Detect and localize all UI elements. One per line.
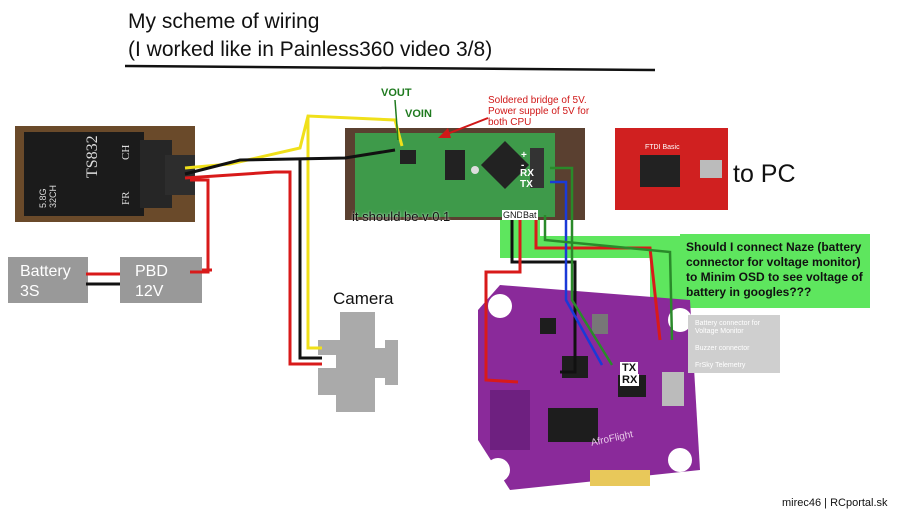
wire-black-osd-fc [510,215,577,374]
pbd-box [120,257,202,303]
wire-red-pbd [190,178,210,274]
osd-bat-label: Bat [522,210,538,220]
battery-label: Battery 3S [20,263,71,300]
version-note: it should be v 0.1 [352,209,451,224]
question-text: Should I connect Naze (battery connector… [686,240,863,299]
osd-board [345,128,585,220]
vtx-fr-label: FR [120,191,132,205]
bridge-arrowhead [438,128,451,138]
camera-label: Camera [333,289,394,308]
fc-legend-telemetry: FrSky Telemetry [695,362,746,369]
wire-black-vtx [184,148,396,176]
wire-yellow-camera [306,116,322,350]
fc-rx-label: RX [620,374,640,386]
fc-legend-panel [688,315,780,373]
osd-tx-label: TX [520,179,533,190]
vtx-module [15,126,195,222]
wire-green-rx [550,166,614,366]
wire-red-osd-fc [484,215,522,384]
ftdi-board [615,128,728,210]
vtx-model-label: TS832 [84,135,101,178]
wire-red-voltage [534,215,662,341]
wire-black-camera [298,158,322,360]
osd-minus-label: - [521,160,525,171]
title-line-2: (I worked like in Painless360 video 3/8) [128,38,493,61]
flight-controller [478,285,700,490]
title-underline [124,64,656,72]
osd-rx-label: RX [520,168,534,179]
fc-legend-buzzer: Buzzer connector [695,345,750,352]
vtx-band-label: 5.8G 32CH [38,184,58,208]
vout-label: VOUT [381,87,412,99]
vtx-ch-label: CH [120,144,132,160]
fc-legend-battery: Battery connector for Voltage Monitor [695,320,760,335]
wire-red-camera [184,170,322,366]
wire-green-voltage [543,215,674,341]
to-pc-label: to PC [733,160,796,188]
title-line-1: My scheme of wiring [128,10,320,33]
osd-plus-label: + [521,150,527,161]
voin-pointer [394,99,399,141]
camera-shape [318,312,398,412]
voin-label: VOIN [405,108,432,120]
ftdi-text: FTDI Basic [645,144,680,151]
credit-text: mirec46 | RCportal.sk [782,497,888,509]
bridge-arrow [441,117,489,137]
osd-gnd-label: GND [502,210,524,220]
fc-tx-label: TX [620,362,639,374]
bridge-note: Soldered bridge of 5V. Power supple of 5… [488,95,590,128]
battery-box [8,257,88,303]
pbd-label: PBD 12V [135,263,168,300]
